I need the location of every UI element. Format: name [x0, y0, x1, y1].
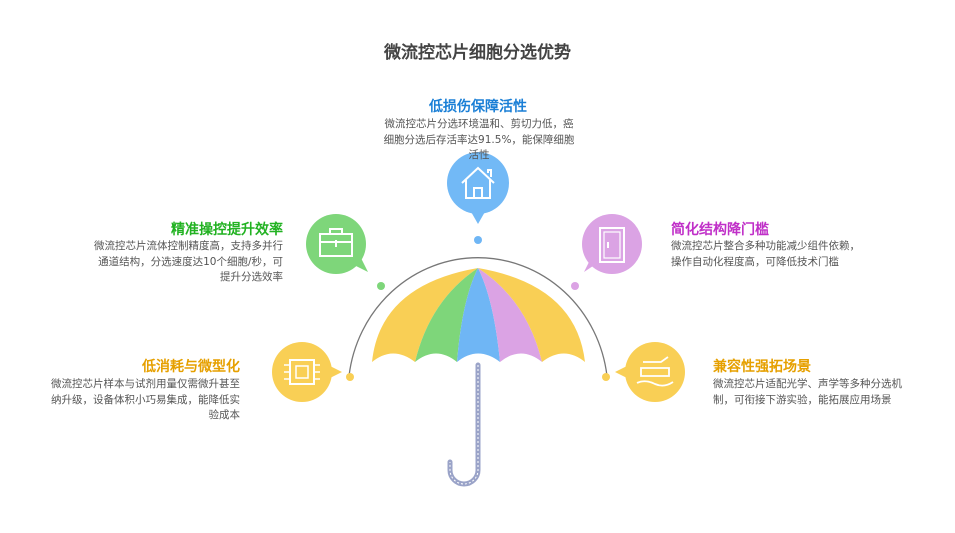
item-title-simplify: 简化结构降门槛 [671, 222, 769, 238]
tank-icon [615, 342, 685, 402]
item-desc-compatibility: 微流控芯片适配光学、声学等多种分选机制，可衔接下游实验，能拓展应用场景 [713, 378, 902, 406]
page-title: 微流控芯片细胞分选优势 [384, 43, 571, 63]
item-desc-precision: 微流控芯片流体控制精度高，支持多并行通道结构，分选速度达10个细胞/秒，可提升分… [94, 240, 283, 283]
umbrella-canopy [372, 268, 585, 362]
dot-yellow-right [602, 373, 610, 381]
gore-yellow-right [478, 268, 585, 362]
handle-stitch [449, 365, 479, 485]
item-desc-low-cost: 微流控芯片样本与试剂用量仅需微升甚至纳升级，设备体积小巧易集成，能降低实验成本 [51, 378, 240, 421]
dot-green [377, 282, 385, 290]
umbrella-handle [447, 362, 481, 487]
dot-purple [571, 282, 579, 290]
item-title-low-cost: 低消耗与微型化 [142, 359, 240, 375]
dot-blue [474, 236, 482, 244]
gore-green [415, 268, 478, 362]
briefcase-icon [306, 214, 368, 274]
arc-line [348, 257, 608, 377]
door-icon [582, 214, 642, 274]
item-title-low-damage: 低损伤保障活性 [429, 99, 527, 115]
chip-icon [272, 342, 342, 402]
item-desc-low-damage: 微流控芯片分选环境温和、剪切力低，癌细胞分选后存活率达91.5%，能保障细胞活性 [383, 118, 575, 161]
house-icon [447, 152, 509, 224]
item-title-precision: 精准操控提升效率 [171, 222, 283, 238]
gore-blue [457, 268, 500, 362]
item-title-compatibility: 兼容性强拓场景 [713, 359, 811, 375]
item-desc-simplify: 微流控芯片整合多种功能减少组件依赖，操作自动化程度高，可降低技术门槛 [671, 240, 860, 268]
dot-yellow-left [346, 373, 354, 381]
gore-yellow-left [372, 268, 478, 362]
gore-purple [478, 268, 542, 362]
